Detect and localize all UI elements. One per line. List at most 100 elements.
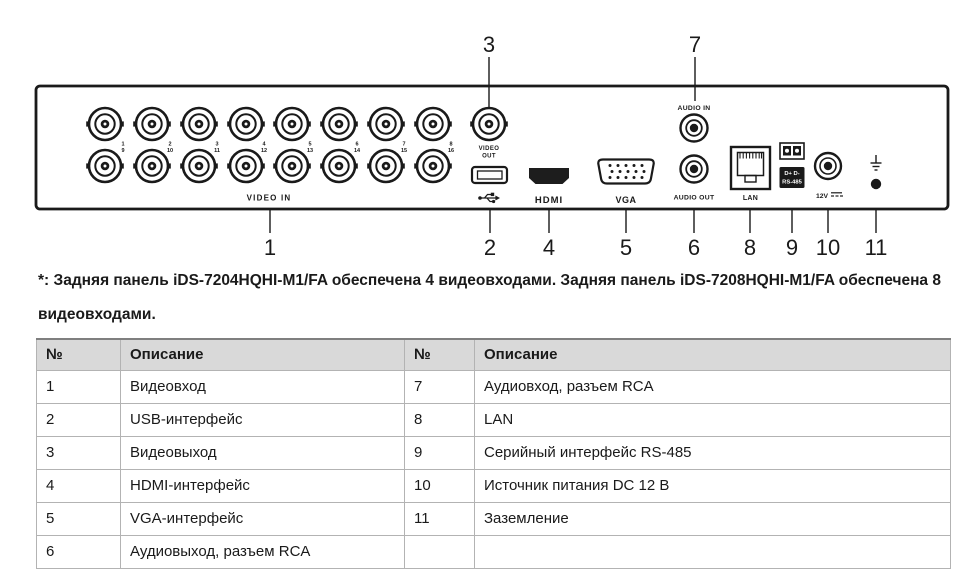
row-desc: Серийный интерфейс RS-485: [474, 435, 951, 470]
channel-labels: 1 9 2 10 3 11 4 12 5 13 6 14 7 15 8 16: [121, 142, 454, 155]
row-num: 7: [404, 369, 475, 404]
ground-symbol-icon: [870, 155, 882, 171]
row-desc: Видеовход: [120, 369, 405, 404]
channel-label: 13: [307, 148, 313, 154]
callout-number-10: 10: [816, 235, 840, 260]
channel-label: 5: [308, 142, 311, 148]
row-desc: [474, 534, 951, 569]
rear-panel-diagram: 1 9 2 10 3 11 4 12 5 13 6 14 7 15 8 16 V…: [34, 32, 950, 260]
lan-label: LAN: [743, 195, 758, 202]
bnc-connector: [131, 106, 173, 142]
channel-label: 4: [262, 142, 266, 148]
channel-label: 12: [261, 148, 267, 154]
row-num: 10: [404, 468, 475, 503]
row-desc: Аудиовход, разъем RCA: [474, 369, 951, 404]
bnc-connector: [412, 148, 454, 184]
channel-label: 16: [448, 148, 454, 154]
channel-label: 6: [355, 142, 358, 148]
vga-label: VGA: [615, 195, 636, 205]
callout-number-4: 4: [543, 235, 555, 260]
row-num: 8: [404, 402, 475, 437]
video-out-label: OUT: [482, 154, 496, 160]
table-header-row: № Описание № Описание: [36, 338, 951, 371]
rs485-terminal: [779, 142, 805, 188]
callout-number-8: 8: [744, 235, 756, 260]
row-num: 9: [404, 435, 475, 470]
hdmi-label: HDMI: [535, 195, 563, 206]
row-num: 1: [36, 369, 121, 404]
bnc-connector: [365, 106, 407, 142]
row-desc: Источник питания DC 12 В: [474, 468, 951, 503]
channel-label: 8: [449, 142, 452, 148]
callout-number-6: 6: [688, 235, 700, 260]
row-num: 2: [36, 402, 121, 437]
bnc-connector: [365, 148, 407, 184]
vga-port: [597, 158, 655, 185]
channel-label: 9: [121, 148, 124, 154]
table-row: 3 Видеовыход 9 Серийный интерфейс RS-485: [36, 435, 951, 470]
bnc-connector: [271, 106, 313, 142]
channel-label: 10: [167, 148, 173, 154]
bnc-connector: [225, 106, 267, 142]
lan-port: [729, 145, 772, 191]
callouts: 3 7 1 2 4 5 6 8 9 10 11: [264, 32, 888, 260]
power-jack: [813, 151, 843, 181]
row-desc: LAN: [474, 402, 951, 437]
audio-in-jack: [679, 113, 709, 143]
bnc-connector: [84, 106, 126, 142]
callout-number-2: 2: [484, 235, 496, 260]
channel-label: 15: [401, 148, 407, 154]
channel-label: 7: [402, 142, 405, 148]
channel-label: 2: [168, 142, 171, 148]
table-row: 6 Аудиовыход, разъем RCA: [36, 534, 951, 569]
dc-symbol-icon: [831, 192, 843, 197]
bnc-connector: [318, 106, 360, 142]
channel-label: 3: [215, 142, 218, 148]
bnc-connector: [225, 148, 267, 184]
ground-screw: [870, 178, 882, 190]
audio-out-label: AUDIO OUT: [674, 195, 715, 202]
bnc-connector: [178, 106, 220, 142]
row-desc: Заземление: [474, 501, 951, 536]
audio-in-label: AUDIO IN: [678, 105, 711, 112]
channel-label: 11: [214, 148, 220, 154]
callout-number-9: 9: [786, 235, 798, 260]
channel-label: 14: [354, 148, 361, 154]
bnc-connector: [318, 148, 360, 184]
description-table: № Описание № Описание 1 Видеовход 7 Ауди…: [36, 338, 951, 569]
rs485-plate-label: D+ D-: [784, 171, 799, 177]
callout-number-11: 11: [865, 235, 888, 260]
usb-port: [470, 165, 509, 185]
row-desc: Аудиовыход, разъем RCA: [120, 534, 405, 569]
row-num: 3: [36, 435, 121, 470]
channel-label: 1: [121, 142, 124, 148]
bnc-connector: [412, 106, 454, 142]
table-header-num: №: [404, 338, 475, 371]
table-header-desc: Описание: [120, 338, 405, 371]
row-num: [404, 534, 475, 569]
row-num: 6: [36, 534, 121, 569]
callout-number-5: 5: [620, 235, 632, 260]
bnc-connector: [178, 148, 220, 184]
note-text: *: Задняя панель iDS-7204HQHI-M1/FA обес…: [38, 272, 941, 323]
video-out-connector: [468, 106, 510, 142]
row-desc: HDMI-интерфейс: [120, 468, 405, 503]
table-row: 1 Видеовход 7 Аудиовход, разъем RCA: [36, 369, 951, 404]
callout-number-1: 1: [264, 235, 276, 260]
video-out-label: VIDEO: [479, 146, 500, 152]
callout-number-7: 7: [689, 32, 701, 57]
bnc-connector: [271, 148, 313, 184]
row-desc: VGA-интерфейс: [120, 501, 405, 536]
row-num: 11: [404, 501, 475, 536]
power-label: 12V: [816, 193, 829, 200]
bnc-connector: [84, 148, 126, 184]
row-num: 5: [36, 501, 121, 536]
panel-body: [34, 84, 950, 211]
usb-icon: [478, 192, 500, 204]
row-desc: USB-интерфейс: [120, 402, 405, 437]
table-header-num: №: [36, 338, 121, 371]
table-row: 2 USB-интерфейс 8 LAN: [36, 402, 951, 437]
row-num: 4: [36, 468, 121, 503]
hdmi-port: [529, 168, 569, 184]
